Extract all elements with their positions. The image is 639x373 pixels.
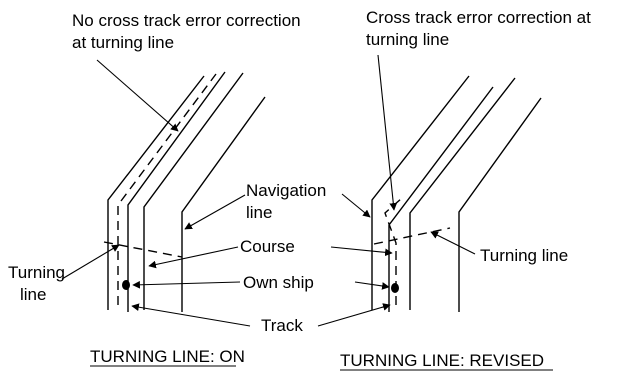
turning-leader-left — [61, 244, 120, 280]
right-lane-outer-line — [371, 75, 470, 310]
turning-leader-right — [430, 231, 476, 255]
right-note-leader — [377, 54, 398, 211]
left-turning-line — [103, 241, 183, 258]
left-course-dashed-line — [117, 73, 217, 305]
right-lane-line-3 — [409, 77, 516, 310]
track-label: Track — [261, 316, 303, 335]
right-navigation-line — [458, 97, 542, 312]
course-leader-left — [148, 246, 239, 269]
own-ship-leader-left — [132, 280, 241, 289]
left-lane-outer-line — [107, 75, 205, 310]
track-leader-left — [131, 303, 251, 327]
turning-line-left-label-2: line — [20, 285, 46, 304]
leader-lines — [61, 54, 476, 327]
navigation-leader-left — [184, 194, 246, 230]
navigation-label-line-1: Navigation — [246, 181, 326, 200]
left-lane-line-3 — [143, 72, 244, 310]
turning-line-left-label-1: Turning — [8, 263, 65, 282]
right-note-line-2: turning line — [366, 30, 449, 49]
right-panel — [371, 75, 542, 312]
labels: No cross track error correction at turni… — [8, 8, 591, 371]
left-panel — [103, 71, 266, 312]
navigation-label-line-2: line — [246, 203, 272, 222]
turning-line-right-label: Turning line — [480, 246, 568, 265]
course-leader-right — [330, 246, 393, 257]
navigation-leader-right — [341, 193, 371, 218]
left-note-line-1: No cross track error correction — [72, 11, 301, 30]
track-leader-right — [317, 303, 391, 327]
right-note-line-1: Cross track error correction at — [366, 8, 591, 27]
left-note-line-2: at turning line — [72, 33, 174, 52]
left-lane-line-2 — [127, 71, 226, 312]
left-note-leader — [96, 59, 179, 132]
right-panel-caption: TURNING LINE: REVISED — [340, 351, 544, 370]
right-lane-line-2 — [388, 86, 494, 312]
right-own-ship-marker — [391, 283, 399, 293]
right-turning-line — [373, 227, 451, 245]
left-own-ship-marker — [122, 280, 130, 290]
course-label: Course — [240, 237, 295, 256]
own-ship-label: Own ship — [243, 273, 314, 292]
left-navigation-line — [181, 96, 266, 312]
left-panel-caption: TURNING LINE: ON — [90, 347, 245, 366]
own-ship-leader-right — [354, 281, 390, 290]
